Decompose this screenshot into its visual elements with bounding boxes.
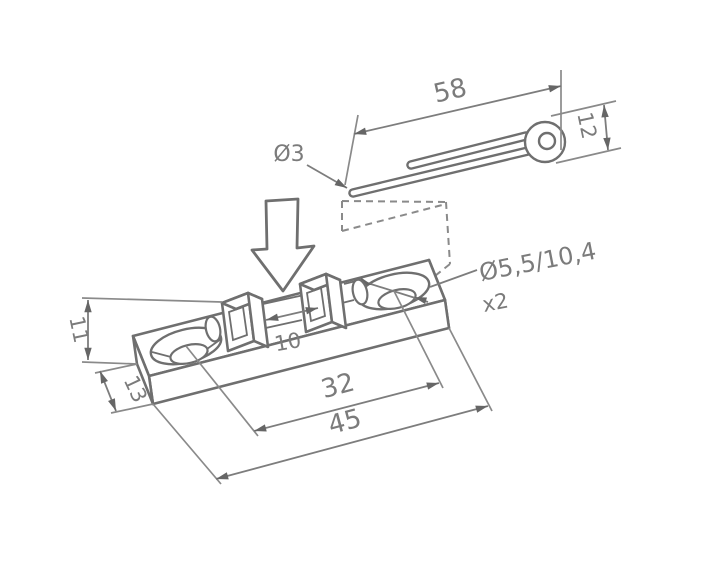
ghost-right-edge [445,201,451,265]
pin-lower-tine-fill [350,148,531,196]
dim11-ext-top [81,297,223,303]
dim12-ext-bottom [555,147,622,164]
dim58-ext-left [344,114,359,186]
dim-pin-length: 58 [344,70,562,186]
dim32-label: 32 [318,368,358,406]
dim10-line [265,307,319,321]
pin-upper-tine-fill [408,133,529,168]
dim12-ext-top [550,100,617,117]
fuse-right-cap [351,278,369,306]
dim45-line [215,405,489,480]
pin-eye-inner [537,131,557,151]
cotter-pin [348,120,567,198]
dim13-line [99,370,117,412]
dim13-ext-front [110,403,154,414]
dim-clip-gap: 10 [265,307,319,356]
ghost-diagonal-edge [341,203,447,232]
dim12-line [601,104,611,151]
dim12-label: 12 [572,110,601,141]
dim58-label: 58 [431,73,470,110]
clip-right-right-face [324,272,348,330]
dim45-label: 45 [325,404,365,442]
dim13-ext-back [94,363,138,374]
hole-qty-label: x2 [480,288,510,316]
dim11-ext-bottom [81,361,138,365]
hole-spec-leader [429,269,478,288]
hole-left-cone-line-a [151,351,172,358]
pin-diameter-label: Ø3 [273,142,304,167]
dim-pin-eye-height: 12 [550,100,622,164]
hole-spec-label: Ø5,5/10,4 [477,237,599,287]
dim58-line [353,85,562,135]
dim11-label: 11 [64,314,93,345]
dim45-ext-left [152,403,222,485]
hole-right-bore [377,288,417,310]
insert-direction-arrow-icon [250,197,316,293]
fuse-right-cap-bottom-edge [341,299,355,304]
pin-diameter-leader [306,164,348,189]
clip-left-opening [228,305,248,342]
dim45-ext-right [448,327,493,412]
fuse-left-cap [204,315,222,343]
clip-left-right-face [246,291,270,349]
fuse-clip-right [298,272,348,334]
dim10-label: 10 [273,328,303,356]
dim-overall-height: 11 [64,297,223,365]
fuse-right-end [341,278,369,306]
fuse-clip-left [204,291,270,353]
hole-diameter-arrow-right [414,297,427,304]
dim-pin-diameter: Ø3 [273,142,348,189]
ghost-top-edge [341,200,447,203]
hole-spec-callout: Ø5,5/10,4 x2 [429,237,599,317]
dim32-ext-right [393,290,444,389]
